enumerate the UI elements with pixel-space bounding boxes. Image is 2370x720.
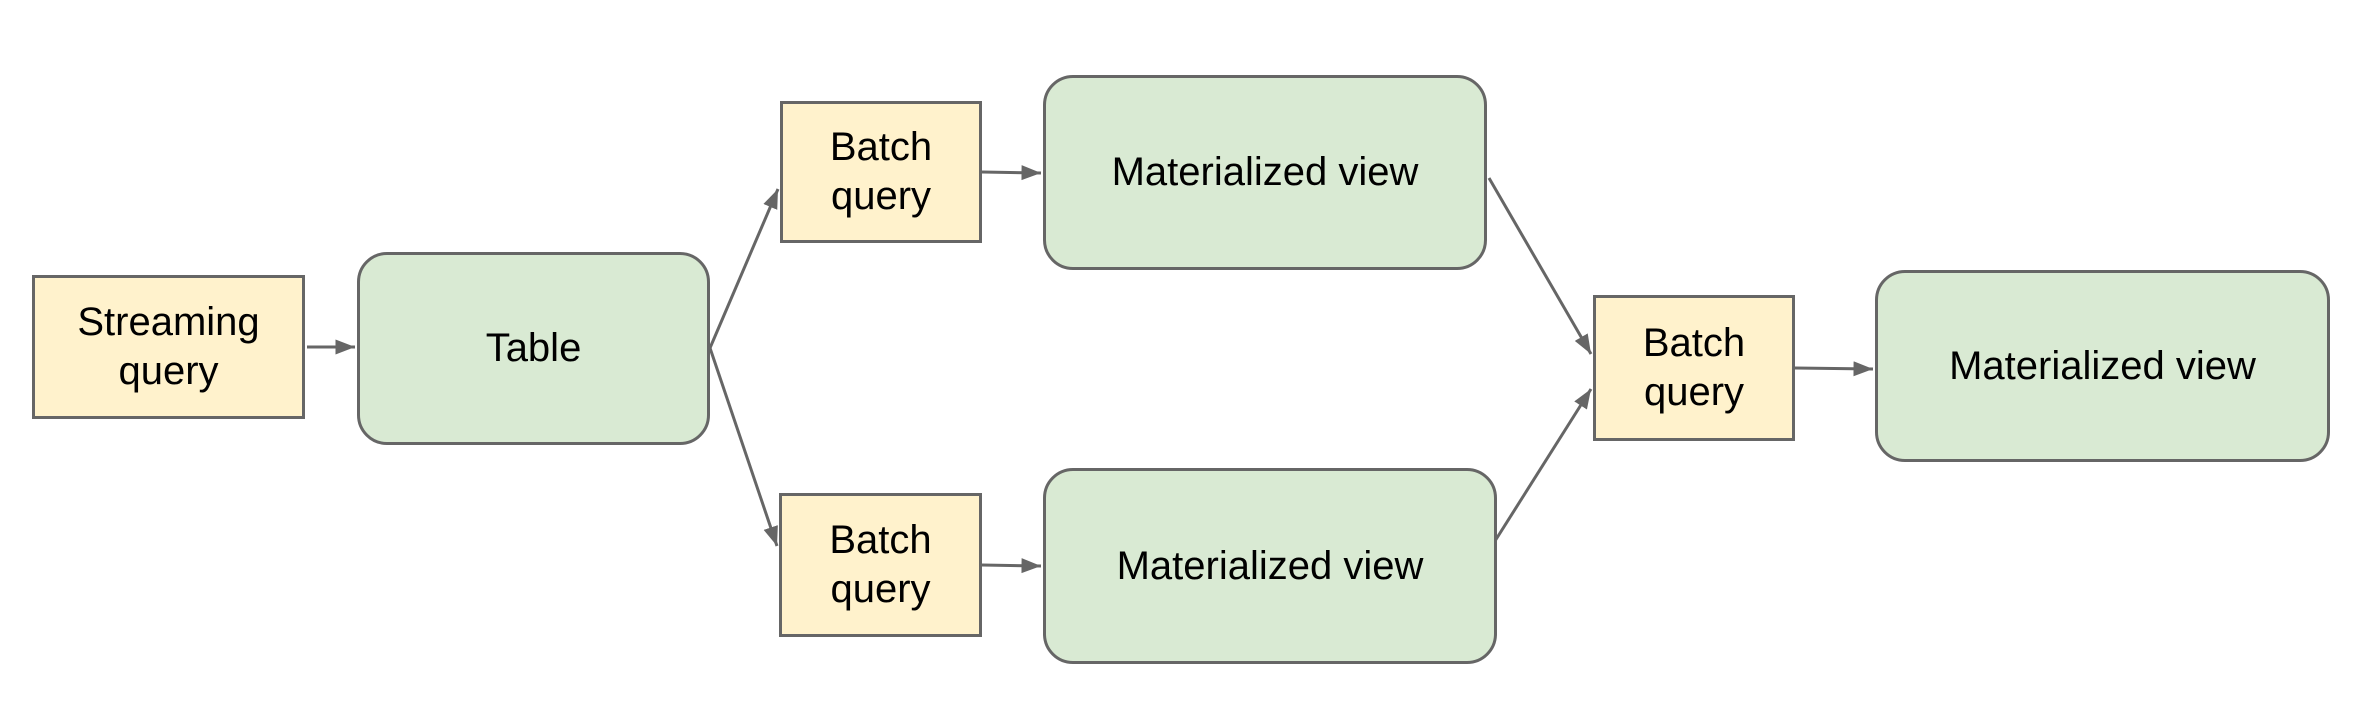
node-streaming-query: Streaming query (32, 275, 305, 419)
node-batch-query-right-label: Batch query (1642, 321, 1746, 414)
node-streaming-query-label: Streaming query (77, 300, 260, 393)
node-batch-query-bottom: Batch query (779, 493, 982, 637)
node-materialized-view-final: Materialized view (1875, 270, 2330, 462)
node-materialized-view-top-label: Materialized view (1111, 150, 1419, 195)
edge-batch-query-bottom-to-materialized-view-bottom (981, 558, 1042, 574)
edge-materialized-view-top-to-batch-query-right (1487, 177, 1593, 355)
node-batch-query-top-label: Batch query (829, 125, 933, 218)
node-batch-query-right: Batch query (1593, 295, 1795, 441)
node-table-label: Table (485, 326, 582, 371)
node-materialized-view-bottom: Materialized view (1043, 468, 1497, 664)
node-table: Table (357, 252, 710, 445)
node-batch-query-bottom-label: Batch query (829, 518, 932, 611)
node-materialized-view-final-label: Materialized view (1949, 343, 2256, 388)
edge-table-to-batch-query-top (708, 188, 780, 349)
node-batch-query-top: Batch query (780, 101, 982, 243)
edge-table-to-batch-query-bottom (708, 347, 779, 547)
node-materialized-view-bottom-label: Materialized view (1116, 543, 1424, 588)
node-materialized-view-top: Materialized view (1043, 75, 1487, 270)
edge-batch-query-top-to-materialized-view-top (981, 165, 1042, 181)
edge-materialized-view-bottom-to-batch-query-right (1493, 388, 1593, 542)
edge-batch-query-right-to-materialized-view-final (1794, 361, 1874, 377)
